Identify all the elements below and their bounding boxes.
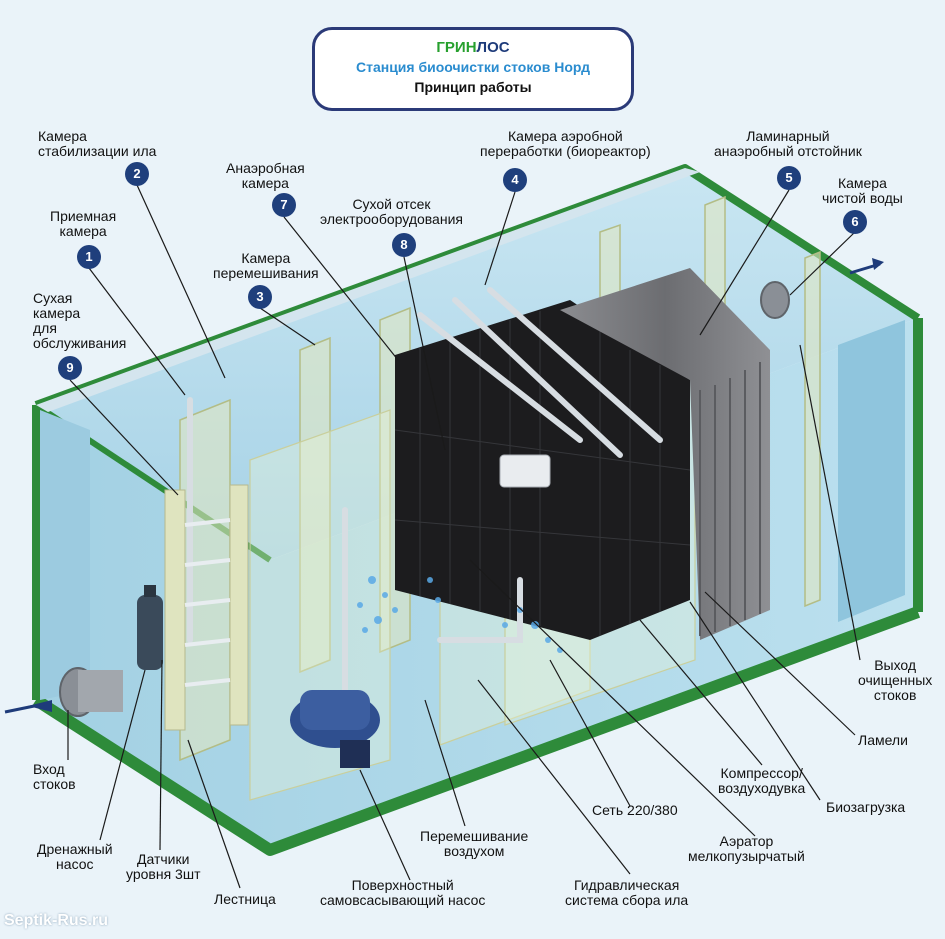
label-clean-water-chamber: Камера чистой воды [822,175,903,206]
label-aerobic-chamber: Камера аэробной переработки (биореактор) [480,128,651,159]
label-outlet: Выход очищенных стоков [858,657,933,703]
label-surface-pump: Поверхностный самовсасывающий насос [320,877,486,908]
title-box: ГРИНЛОС Станция биоочистки стоков Норд П… [312,27,634,111]
label-laminar-settler: Ламинарный анаэробный отстойник [714,128,862,159]
surface-pump [290,690,380,768]
badge-3: 3 [248,285,272,309]
badge-1: 1 [77,245,101,269]
leader-lines [67,184,861,889]
badge-9: 9 [58,356,82,380]
watermark: Septik-Rus.ru [4,912,109,929]
badge-6: 6 [843,210,867,234]
station-subtitle: Станция биоочистки стоков Норд [355,59,590,75]
pipes [187,287,663,693]
label-bioload: Биозагрузка [826,799,906,815]
label-drain-pump: Дренажный насос [37,841,113,872]
drain-pump [137,585,163,670]
label-receiving-chamber: Приемная камера [50,208,117,239]
lamellae [560,268,770,640]
label-sludge-stabilization: Камера стабилизации ила [38,128,157,159]
label-sludge-system: Гидравлическая система сбора ила [565,877,689,908]
diagram-caption: Принцип работы [414,79,532,95]
label-aerator: Аэратор мелкопузырчатый [688,833,805,864]
ladder [164,484,249,731]
label-compressor: Компрессор/ воздуходувка [718,765,806,796]
label-level-sensors: Датчики уровня 3шт [126,851,201,882]
inlet-pipe [4,667,123,717]
label-power-supply: Сеть 220/380 [592,802,678,818]
label-air-mixing: Перемешивание воздухом [420,828,529,859]
compressor [499,454,551,488]
label-dry-service-chamber: Сухая камера для обслуживания [33,290,127,351]
brand-logo: ГРИНЛОС [436,39,510,56]
label-ladder: Лестница [214,891,276,907]
label-anaerobic-chamber: Анаэробная камера [226,160,305,191]
air-bubbles [357,576,563,653]
label-lamellae: Ламели [858,732,908,748]
badge-5: 5 [777,166,801,190]
badge-2: 2 [125,162,149,186]
label-mixing-chamber: Камера перемешивания [213,250,319,281]
badge-4: 4 [503,168,527,192]
badge-8: 8 [392,233,416,257]
label-inlet: Вход стоков [33,761,76,792]
outlet-pipe [760,258,884,319]
label-dry-electrical-compartment: Сухой отсек электрооборудования [320,196,463,227]
badge-7: 7 [272,193,296,217]
